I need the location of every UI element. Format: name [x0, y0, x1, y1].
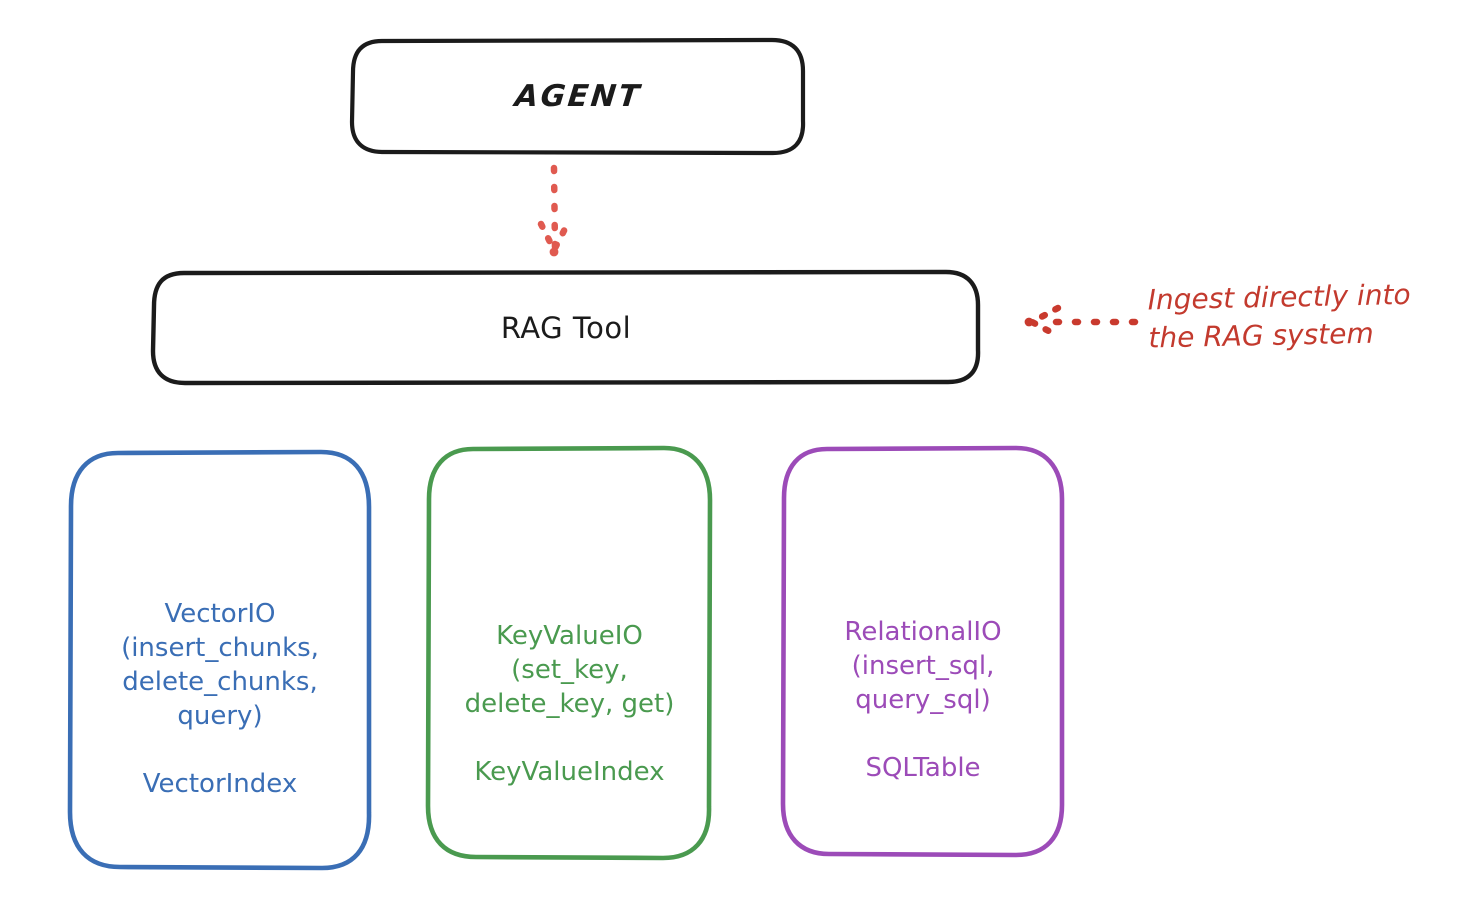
relational-io-box[interactable]: RelationalIO (insert_sql, query_sql) SQL…	[783, 448, 1063, 855]
key-value-io-index-label: KeyValueIndex	[474, 757, 665, 787]
key-value-io-box-shape	[425, 445, 713, 861]
key-value-io-box[interactable]: KeyValueIO (set_key, delete_key, get) Ke…	[428, 448, 711, 858]
ingest-annotation-label: Ingest directly into the RAG system	[1147, 277, 1411, 355]
relational-io-box-shape	[780, 445, 1065, 858]
key-value-io-api-label: KeyValueIO (set_key, delete_key, get)	[464, 621, 675, 719]
vector-io-box[interactable]: VectorIO (insert_chunks, delete_chunks, …	[70, 452, 370, 868]
agent-label: AGENT	[512, 79, 644, 114]
vector-io-content: VectorIO (insert_chunks, delete_chunks, …	[121, 597, 319, 799]
agent-to-rag-connector	[537, 164, 572, 257]
relational-io-api-label: RelationalIO (insert_sql, query_sql)	[844, 616, 1002, 715]
rag-tool-box[interactable]: RAG Tool	[153, 272, 979, 383]
relational-io-index-label: SQLTable	[865, 752, 981, 783]
rag-tool-label: RAG Tool	[500, 310, 632, 345]
rag-tool-box-shape	[150, 269, 981, 386]
vector-io-index-label: VectorIndex	[142, 769, 298, 799]
agent-box[interactable]: AGENT	[352, 40, 804, 153]
relational-io-content: RelationalIO (insert_sql, query_sql) SQL…	[844, 615, 1001, 783]
agent-box-shape	[349, 37, 806, 156]
vector-io-api-label: VectorIO (insert_chunks, delete_chunks, …	[121, 599, 319, 731]
annotation-to-rag-connector	[1024, 304, 1139, 340]
key-value-io-content: KeyValueIO (set_key, delete_key, get) Ke…	[465, 619, 675, 787]
vector-io-box-shape	[67, 449, 372, 871]
